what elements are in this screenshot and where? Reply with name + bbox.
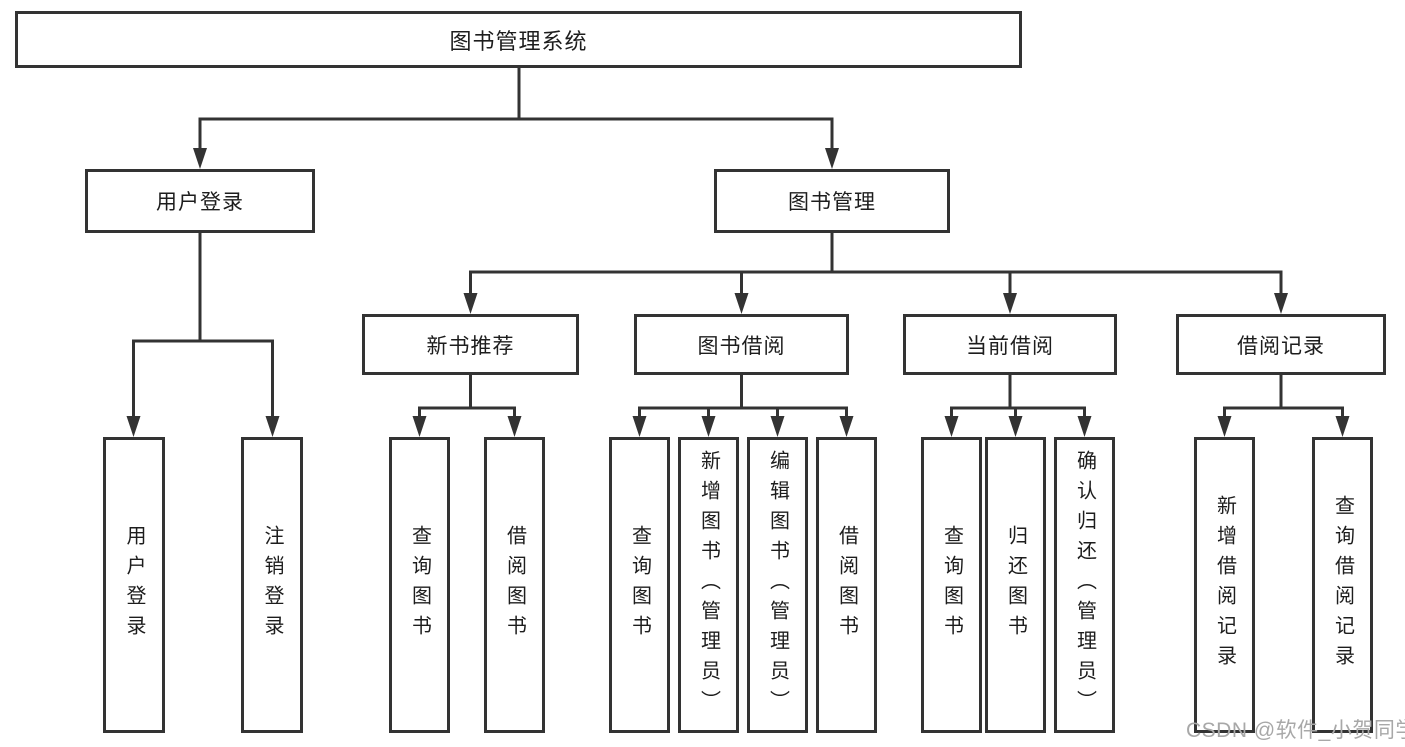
leaf-add-borrow-record: 新增借阅记录 <box>1194 437 1255 733</box>
leaf-query-books-current: 查询图书 <box>921 437 982 733</box>
node-label: 新书推荐 <box>426 334 515 358</box>
leaf-query-books-recommend: 查询图书 <box>389 437 450 733</box>
node-label: 新增图书（管理员） <box>697 450 720 720</box>
node-label: 查询图书 <box>628 525 651 645</box>
node-label: 注销登录 <box>261 525 283 645</box>
node-label: 查询图书 <box>940 525 963 645</box>
node-new-book-recommend: 新书推荐 <box>362 314 579 375</box>
leaf-return-books: 归还图书 <box>985 437 1046 733</box>
node-label: 用户登录 <box>123 525 145 645</box>
node-user-login: 用户登录 <box>85 169 315 233</box>
node-label: 当前借阅 <box>966 334 1054 358</box>
node-book-management: 图书管理 <box>714 169 950 233</box>
leaf-confirm-return-admin: 确认归还（管理员） <box>1054 437 1115 733</box>
leaf-query-books-borrow: 查询图书 <box>609 437 670 733</box>
node-label: 查询图书 <box>408 525 431 645</box>
node-label: 图书借阅 <box>697 334 786 358</box>
leaf-borrow-books: 借阅图书 <box>816 437 877 733</box>
watermark-text: CSDN @软件_小贺同学 <box>1186 719 1405 742</box>
leaf-query-borrow-record: 查询借阅记录 <box>1312 437 1373 733</box>
node-borrow-records: 借阅记录 <box>1176 314 1386 375</box>
leaf-user-login: 用户登录 <box>103 437 165 733</box>
leaf-logout: 注销登录 <box>241 437 303 733</box>
node-label: 用户登录 <box>156 191 244 214</box>
node-label: 编辑图书（管理员） <box>766 450 789 720</box>
node-book-borrow: 图书借阅 <box>634 314 849 375</box>
node-label: 借阅记录 <box>1237 334 1325 358</box>
node-label: 归还图书 <box>1004 525 1027 645</box>
node-label: 图书管理 <box>788 191 876 214</box>
leaf-edit-books-admin: 编辑图书（管理员） <box>747 437 808 733</box>
leaf-borrow-books-recommend: 借阅图书 <box>484 437 545 733</box>
node-current-borrow: 当前借阅 <box>903 314 1117 375</box>
node-label: 借阅图书 <box>503 525 526 645</box>
node-label: 查询借阅记录 <box>1331 495 1354 675</box>
node-library-management-system: 图书管理系统 <box>15 11 1022 68</box>
node-label: 图书管理系统 <box>449 28 588 54</box>
node-label: 借阅图书 <box>835 525 858 645</box>
node-label: 确认归还（管理员） <box>1073 450 1096 720</box>
leaf-add-books-admin: 新增图书（管理员） <box>678 437 739 733</box>
node-label: 新增借阅记录 <box>1213 495 1236 675</box>
